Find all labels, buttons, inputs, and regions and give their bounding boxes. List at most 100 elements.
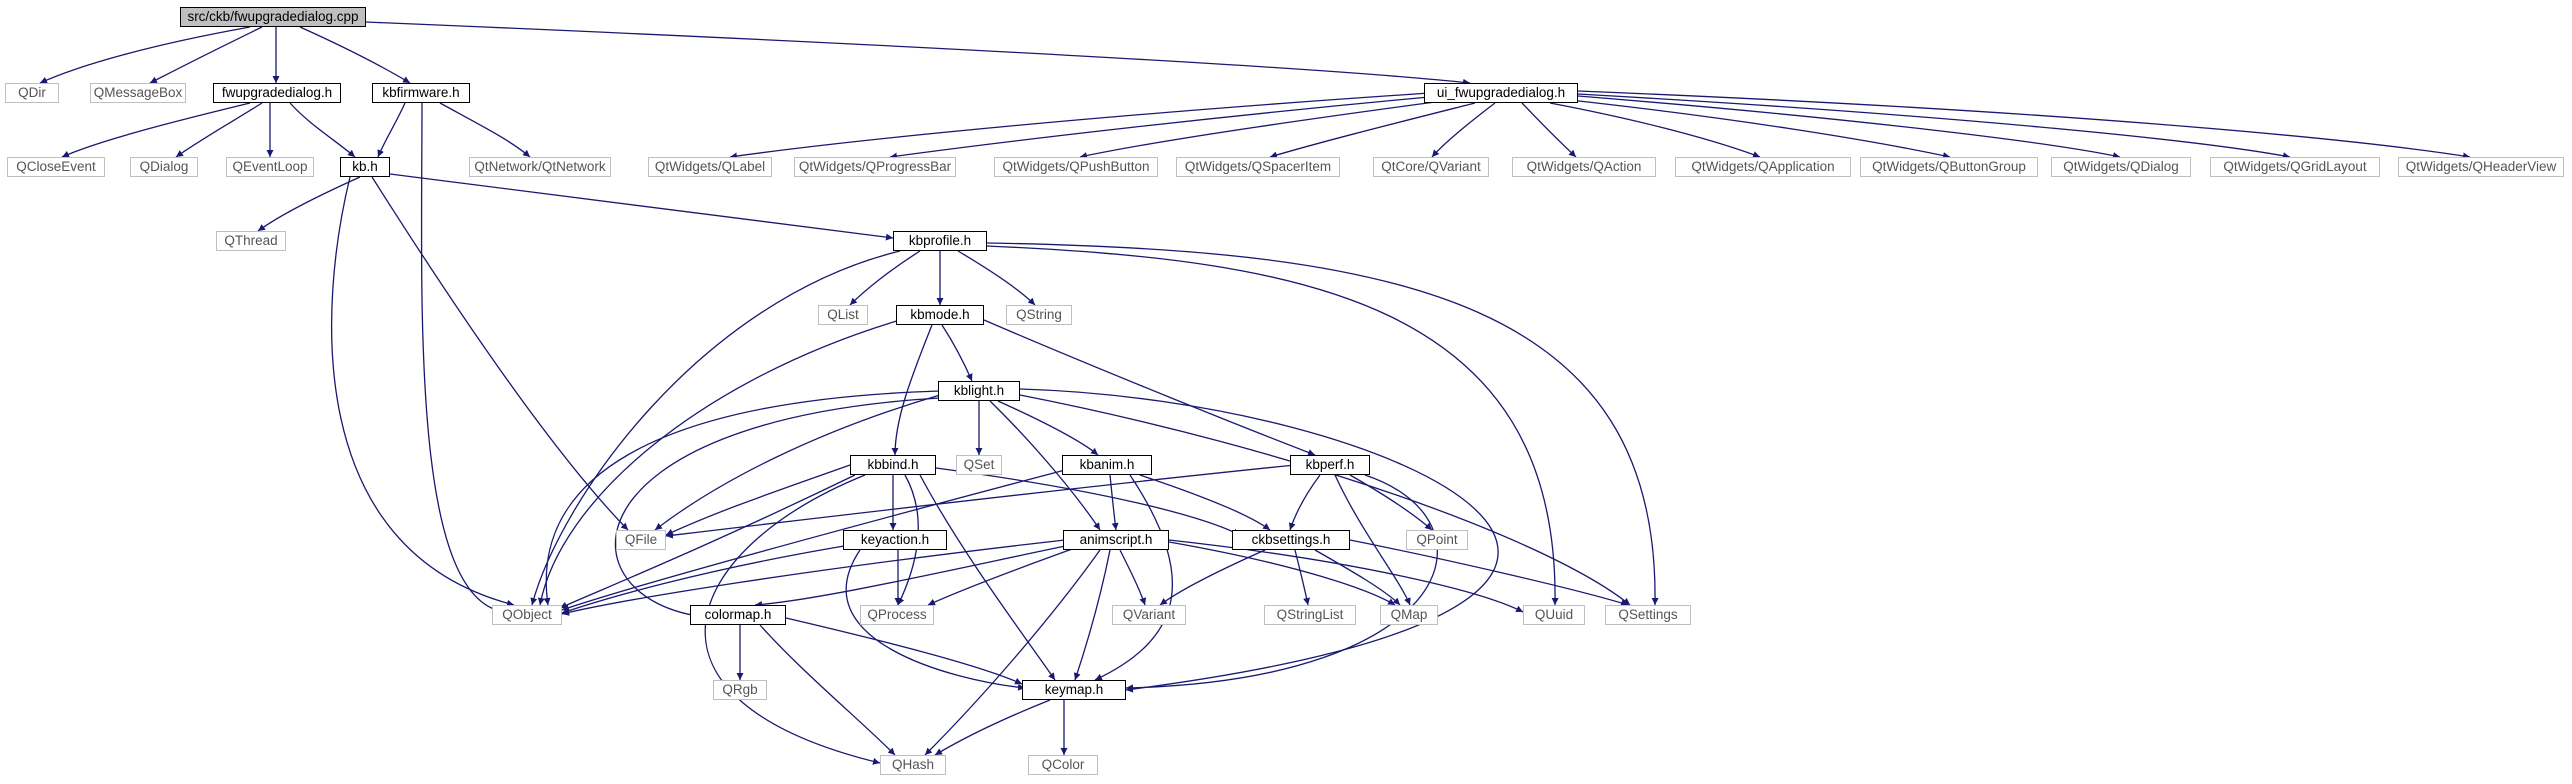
edge-ui-qapplication xyxy=(1549,102,1761,158)
node-kbperf-h[interactable]: kbperf.h xyxy=(1290,455,1370,475)
edge-ckbsettings-qmap xyxy=(1314,549,1401,606)
node-qtwidgets-qdialog: QtWidgets/QDialog xyxy=(2051,157,2191,177)
node-kbfirmware-h[interactable]: kbfirmware.h xyxy=(372,83,470,103)
edge-ui-qgridlayout xyxy=(1577,93,2291,160)
edge-animscript-keymap xyxy=(1073,549,1111,681)
edge-kbmode-kbbind xyxy=(891,324,933,456)
edge-animscript-quuid xyxy=(1168,539,1524,613)
edge-animscript-qvariant xyxy=(1119,549,1147,606)
edge-kbperf-qmap xyxy=(1334,474,1411,606)
node-qdialog: QDialog xyxy=(130,157,198,177)
edge-kbbind-ckbsettings xyxy=(935,467,1241,536)
edge-kb-qthread xyxy=(257,176,361,232)
edge-ckbsettings-qstringlist xyxy=(1294,549,1311,606)
edge-fwup-qdialog xyxy=(175,102,263,158)
edge-ckbsettings-qvariant xyxy=(1159,549,1266,606)
edge-kbanim-qobject xyxy=(561,469,1066,612)
node-qtnetwork: QtNetwork/QtNetwork xyxy=(469,157,611,177)
node-qpoint: QPoint xyxy=(1406,530,1468,550)
node-qcloseevent: QCloseEvent xyxy=(7,157,105,177)
edge-colormap-qhash xyxy=(759,624,896,756)
edge-kbprofile-qobject xyxy=(530,250,901,606)
edge-kbprofile-qlist xyxy=(849,250,921,306)
edge-ui-qaction xyxy=(1521,102,1577,158)
edge-animscript-colormap xyxy=(754,544,1071,608)
node-qdir: QDir xyxy=(5,83,59,103)
edge-kbprofile-qsettings xyxy=(986,242,1659,606)
node-fwupgradedialog-h[interactable]: fwupgradedialog.h xyxy=(213,83,341,103)
edge-kbmode-qobject xyxy=(537,319,901,606)
edge-kbperf-keymap xyxy=(1125,474,1438,692)
node-qvariant: QVariant xyxy=(1112,605,1186,625)
edge-kblight-colormap xyxy=(614,397,941,620)
node-qobject: QObject xyxy=(492,605,562,625)
node-keyaction-h[interactable]: keyaction.h xyxy=(843,530,947,550)
node-qtwidgets-qbuttongroup: QtWidgets/QButtonGroup xyxy=(1860,157,2038,177)
edge-kbfirmware-kb xyxy=(377,102,406,158)
edge-ui-qtcore-qvariant xyxy=(1431,102,1496,158)
node-qsettings: QSettings xyxy=(1605,605,1691,625)
node-qstringlist: QStringList xyxy=(1264,605,1356,625)
node-qtwidgets-qgridlayout: QtWidgets/QGridLayout xyxy=(2210,157,2380,177)
node-qthread: QThread xyxy=(216,231,286,251)
edge-fwup-kb xyxy=(289,102,356,158)
node-qcolor: QColor xyxy=(1028,755,1098,775)
edge-root-ui xyxy=(365,21,1471,86)
edge-ui-qlabel xyxy=(729,92,1431,160)
edge-kbperf-qpoint xyxy=(1349,474,1433,531)
node-kbprofile-h[interactable]: kbprofile.h xyxy=(893,231,987,251)
node-qtcore-qvariant: QtCore/QVariant xyxy=(1373,157,1489,177)
edge-kbmode-kbperf xyxy=(983,319,1316,456)
node-kbbind-h[interactable]: kbbind.h xyxy=(850,455,936,475)
node-keymap-h[interactable]: keymap.h xyxy=(1022,680,1126,700)
edge-root-qmessagebox xyxy=(149,26,263,84)
node-qtwidgets-qprogressbar: QtWidgets/QProgressBar xyxy=(794,157,956,177)
node-qset: QSet xyxy=(956,455,1002,475)
edge-kbanim-ckbsettings xyxy=(1139,474,1271,531)
edge-fwup-qcloseevent xyxy=(61,102,251,158)
edge-kbperf-qfile xyxy=(665,464,1296,539)
node-qprocess: QProcess xyxy=(860,605,934,625)
edge-kbanim-animscript xyxy=(1109,474,1119,531)
edge-kbperf-ckbsettings xyxy=(1288,474,1321,531)
edge-keymap-qhash xyxy=(934,699,1051,756)
edge-kb-qfile xyxy=(371,176,629,531)
edge-kblight-qfile xyxy=(654,394,941,531)
node-kbmode-h[interactable]: kbmode.h xyxy=(896,305,984,325)
node-qeventloop: QEventLoop xyxy=(226,157,314,177)
edge-ui-qbuttongroup xyxy=(1569,99,1951,159)
node-qmap: QMap xyxy=(1380,605,1438,625)
node-kb-h[interactable]: kb.h xyxy=(340,157,390,177)
node-ckbsettings-h[interactable]: ckbsettings.h xyxy=(1232,530,1350,550)
node-ui-fwupgradedialog-h[interactable]: ui_fwupgradedialog.h xyxy=(1424,83,1578,103)
edge-kbbind-qobject xyxy=(559,474,856,609)
node-qtwidgets-qspaceritem: QtWidgets/QSpacerItem xyxy=(1176,157,1340,177)
node-animscript-h[interactable]: animscript.h xyxy=(1063,530,1169,550)
edge-kbbind-keymap xyxy=(919,474,1056,681)
node-root-fwupgradedialog-cpp: src/ckb/fwupgradedialog.cpp xyxy=(180,7,366,27)
node-qrgb: QRgb xyxy=(713,680,767,700)
edge-ui-qdialog xyxy=(1577,95,2121,159)
edge-kbmode-kblight xyxy=(941,324,973,382)
edge-kbbind-qfile xyxy=(665,464,851,536)
edge-ckbsettings-qsettings xyxy=(1349,539,1629,607)
edge-kblight-qsettings xyxy=(1019,394,1631,606)
node-kblight-h[interactable]: kblight.h xyxy=(938,381,1020,401)
edge-kblight-qobject xyxy=(543,390,941,606)
node-qtwidgets-qpushbutton: QtWidgets/QPushButton xyxy=(994,157,1158,177)
node-qfile: QFile xyxy=(616,530,666,550)
edge-animscript-qobject xyxy=(561,539,1066,616)
node-colormap-h[interactable]: colormap.h xyxy=(690,605,786,625)
node-qstring: QString xyxy=(1006,305,1072,325)
edge-ui-qspaceritem xyxy=(1269,102,1476,159)
edge-kblight-keymap xyxy=(1019,388,1499,693)
edge-root-qdir xyxy=(39,26,251,84)
node-quuid: QUuid xyxy=(1523,605,1585,625)
edge-colormap-keymap xyxy=(785,617,1023,685)
edge-kbprofile-qstring xyxy=(957,250,1036,306)
node-kbanim-h[interactable]: kbanim.h xyxy=(1062,455,1152,475)
edge-ui-qpushbutton xyxy=(1079,99,1451,159)
edge-animscript-qhash xyxy=(924,549,1101,756)
